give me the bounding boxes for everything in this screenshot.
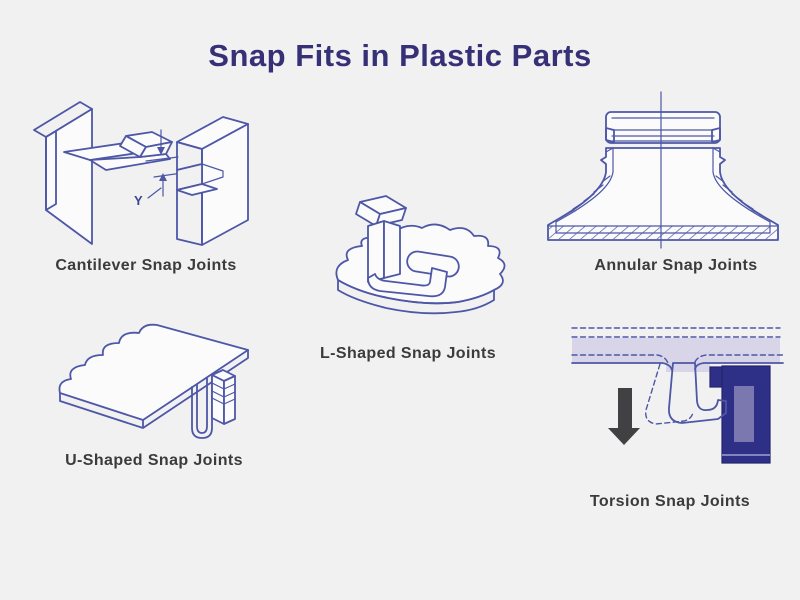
page-title: Snap Fits in Plastic Parts [208, 38, 592, 73]
base-blob [335, 223, 506, 315]
deflected-position-outline [645, 363, 694, 425]
deflection-dimension: Y [134, 129, 183, 208]
annular-label: Annular Snap Joints [594, 257, 758, 274]
wall-surface-lines [571, 327, 784, 371]
mounting-plate [58, 323, 249, 429]
downward-force-arrow [608, 388, 640, 445]
cap-cross-section [605, 111, 721, 144]
u-clip [191, 369, 236, 439]
annular-diagram [547, 91, 779, 249]
flange-cross-section [547, 147, 779, 241]
cantilever-label: Cantilever Snap Joints [55, 257, 237, 274]
l-hook [355, 195, 460, 298]
slotted-block [176, 116, 249, 246]
torsion-hook [645, 362, 727, 425]
u-shaped-diagram [58, 323, 249, 439]
deflection-y-label: Y [134, 193, 143, 208]
wall-section [33, 101, 93, 245]
l-shaped-diagram [335, 195, 506, 315]
u-shaped-label: U-Shaped Snap Joints [65, 452, 243, 469]
catch-block [709, 365, 771, 464]
torsion-diagram [571, 327, 784, 464]
l-shaped-label: L-Shaped Snap Joints [319, 345, 497, 362]
cantilever-beam [63, 131, 173, 171]
torsion-label: Torsion Snap Joints [589, 493, 751, 510]
cantilever-diagram: Y [33, 101, 249, 246]
